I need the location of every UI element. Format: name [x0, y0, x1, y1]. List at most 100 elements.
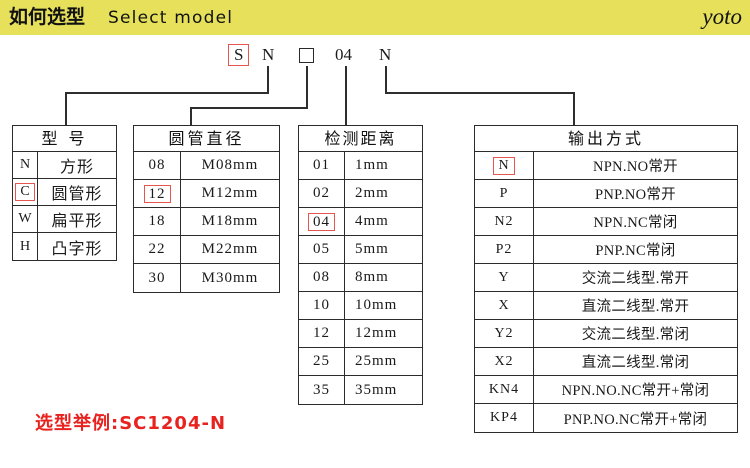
connector-h-output	[385, 92, 574, 94]
cell-code: P2	[475, 236, 534, 263]
cell-code: 12	[299, 320, 345, 347]
cell-desc: 凸字形	[51, 238, 103, 258]
table-model: 型 号 N 方形 C 圆管形 W 扁平形 H 凸字形	[12, 125, 117, 261]
cell-desc: 圆管形	[51, 184, 103, 203]
table-row[interactable]: 05 5mm	[299, 236, 422, 264]
cell-desc: M18mm	[201, 213, 259, 229]
cell-code: 02	[299, 180, 345, 207]
cell-code: N2	[475, 208, 534, 235]
table-row[interactable]: W 扁平形	[13, 206, 116, 233]
table-row[interactable]: P2 PNP.NC常闭	[475, 236, 737, 264]
cell-desc: 8mm	[355, 269, 389, 285]
cell-code: 01	[299, 152, 345, 179]
table-row[interactable]: N NPN.NO常开	[475, 152, 737, 180]
table-row[interactable]: 35 35mm	[299, 376, 422, 404]
cell-desc: 25mm	[355, 353, 398, 369]
code-token-empty-square	[299, 48, 314, 63]
cell-code-text: C	[15, 183, 35, 201]
table-row[interactable]: 30 M30mm	[134, 264, 279, 292]
cell-code: 10	[299, 292, 345, 319]
table-diameter-header: 圆管直径	[134, 126, 279, 152]
cell-desc: 直流二线型.常开	[581, 299, 690, 315]
cell-code-highlighted: N	[475, 152, 534, 179]
header-bar: 如何选型 Select model yoto	[0, 0, 750, 35]
cell-desc: PNP.NO.NC常开+常闭	[563, 411, 708, 428]
page-title-en: Select model	[108, 8, 234, 28]
cell-code-text: 04	[308, 212, 335, 231]
code-token-model: S	[228, 44, 250, 66]
cell-code: P	[475, 180, 534, 207]
cell-code: 22	[134, 236, 181, 263]
table-output: 输出方式 N NPN.NO常开 P PNP.NO常开 N2 NPN.NC常闭 P…	[474, 125, 738, 433]
table-row[interactable]: KP4 PNP.NO.NC常开+常闭	[475, 404, 737, 432]
table-row[interactable]: 08 M08mm	[134, 152, 279, 180]
table-row[interactable]: 08 8mm	[299, 264, 422, 292]
cell-desc: 2mm	[355, 185, 389, 201]
cell-code: KN4	[475, 376, 534, 403]
page-title-cn: 如何选型	[9, 6, 86, 28]
table-row[interactable]: X2 直流二线型.常闭	[475, 348, 737, 376]
cell-code: 30	[134, 264, 181, 292]
cell-desc: PNP.NO常开	[595, 187, 676, 203]
connector-h-square	[190, 107, 308, 109]
model-code-row: S N 04 N	[0, 0, 750, 66]
table-row[interactable]: Y2 交流二线型.常闭	[475, 320, 737, 348]
cell-code-text: 12	[143, 184, 171, 203]
cell-desc: NPN.NO.NC常开+常闭	[561, 383, 710, 399]
cell-code-highlighted: C	[13, 179, 38, 205]
table-row[interactable]: 10 10mm	[299, 292, 422, 320]
table-row[interactable]: 04 4mm	[299, 208, 422, 236]
connector-v-square	[306, 66, 308, 108]
code-token-distance: 04	[335, 45, 352, 64]
table-row[interactable]: 18 M18mm	[134, 208, 279, 236]
table-output-header: 输出方式	[475, 126, 737, 152]
selection-example: 选型举例:SC1204-N	[35, 413, 227, 434]
cell-code-highlighted: 04	[299, 208, 345, 235]
cell-desc: M30mm	[201, 269, 259, 286]
table-row[interactable]: 02 2mm	[299, 180, 422, 208]
cell-code: X2	[475, 348, 534, 375]
table-row[interactable]: P PNP.NO常开	[475, 180, 737, 208]
cell-desc: PNP.NC常闭	[595, 243, 676, 259]
cell-code: KP4	[475, 404, 534, 432]
cell-desc: 35mm	[355, 381, 398, 398]
cell-code: X	[475, 292, 534, 319]
table-row[interactable]: X 直流二线型.常开	[475, 292, 737, 320]
table-row[interactable]: 01 1mm	[299, 152, 422, 180]
cell-code-highlighted: 12	[134, 180, 181, 207]
table-row[interactable]: N2 NPN.NC常闭	[475, 208, 737, 236]
cell-desc: 直流二线型.常闭	[581, 355, 690, 371]
cell-desc: 10mm	[355, 297, 398, 313]
cell-code: 18	[134, 208, 181, 235]
cell-code: N	[13, 152, 38, 178]
cell-code: Y	[475, 264, 534, 291]
table-row[interactable]: N 方形	[13, 152, 116, 179]
cell-code-text: N	[493, 156, 515, 175]
cell-desc: 交流二线型.常闭	[581, 327, 690, 343]
cell-desc: 5mm	[355, 241, 389, 257]
cell-desc: M22mm	[201, 241, 259, 257]
table-row[interactable]: 25 25mm	[299, 348, 422, 376]
table-row[interactable]: C 圆管形	[13, 179, 116, 206]
cell-code: 25	[299, 348, 345, 375]
table-row[interactable]: 12 M12mm	[134, 180, 279, 208]
cell-code: 08	[299, 264, 345, 291]
connector-h-shape	[65, 92, 269, 94]
cell-desc: NPN.NC常闭	[593, 215, 678, 231]
table-row[interactable]: H 凸字形	[13, 233, 116, 260]
table-row[interactable]: 12 12mm	[299, 320, 422, 348]
cell-code: 35	[299, 376, 345, 404]
cell-code: Y2	[475, 320, 534, 347]
cell-desc: 1mm	[355, 157, 389, 173]
cell-code: H	[13, 233, 38, 260]
cell-desc: 方形	[59, 157, 94, 176]
table-row[interactable]: KN4 NPN.NO.NC常开+常闭	[475, 376, 737, 404]
table-row[interactable]: Y 交流二线型.常开	[475, 264, 737, 292]
table-row[interactable]: 22 M22mm	[134, 236, 279, 264]
code-token-shape: N	[262, 45, 275, 64]
cell-desc: M08mm	[201, 157, 259, 173]
table-model-header: 型 号	[13, 126, 116, 152]
connector-v-output	[385, 66, 387, 93]
cell-desc: NPN.NO常开	[593, 159, 678, 175]
cell-desc: 12mm	[355, 325, 398, 341]
